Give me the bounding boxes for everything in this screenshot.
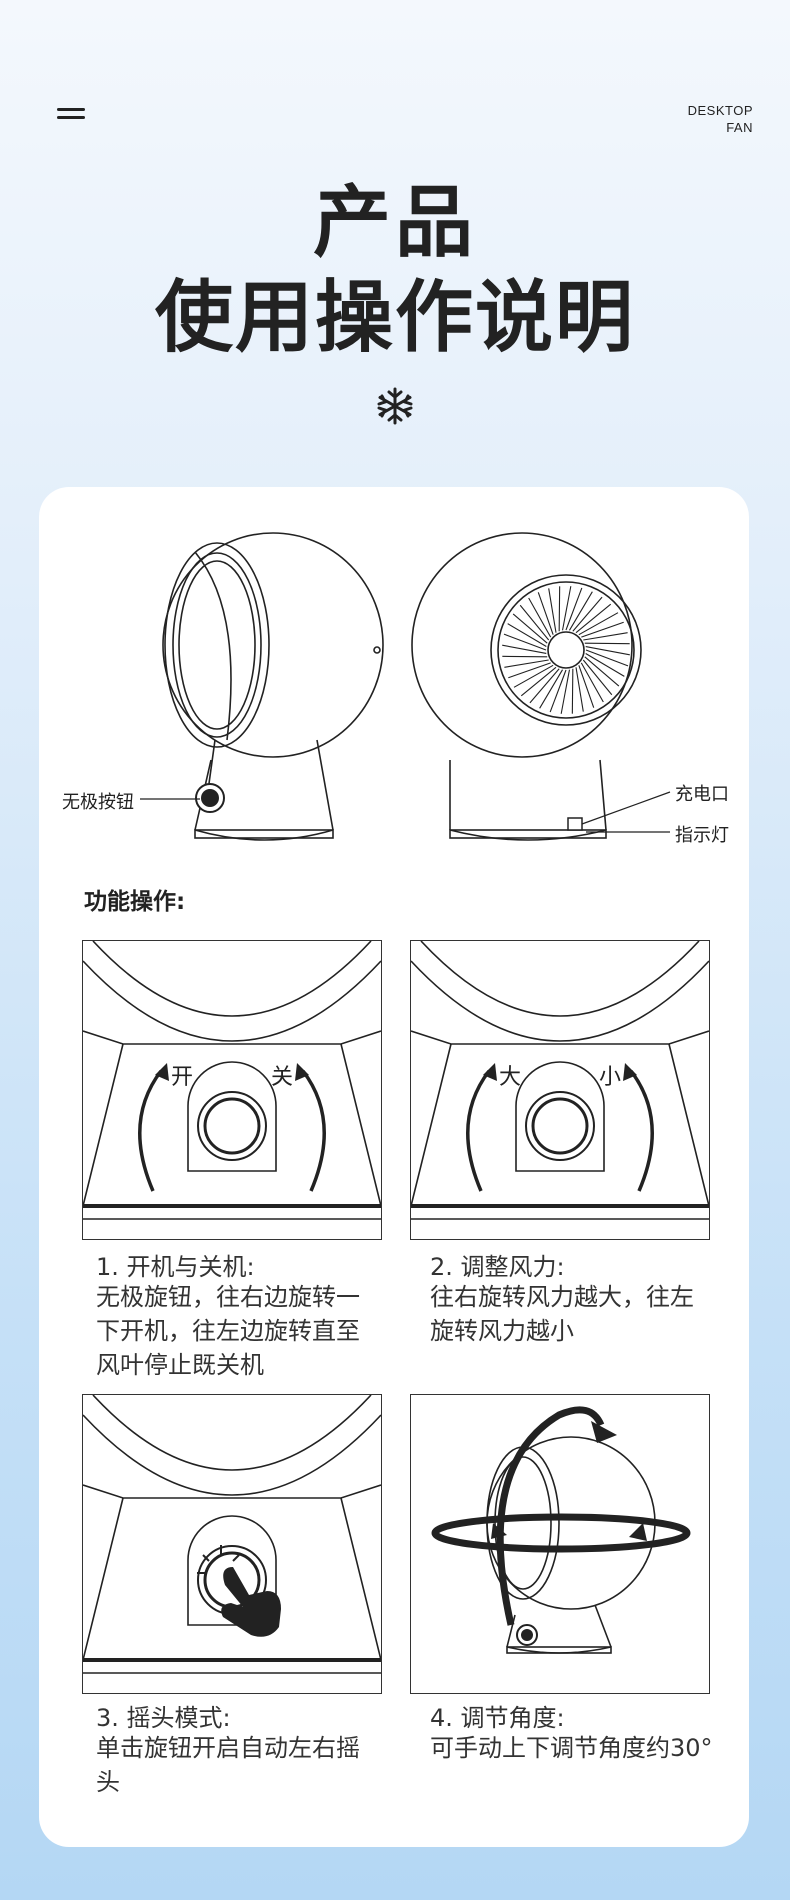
arrow-label-off: 关 bbox=[271, 1065, 294, 1090]
fan-blade bbox=[561, 586, 572, 631]
charge-port-icon bbox=[567, 817, 583, 831]
fan-blade bbox=[507, 623, 547, 648]
panel-2-title: 2. 调整风力: bbox=[430, 1253, 565, 1281]
fan-blade bbox=[580, 662, 604, 703]
fan-blade bbox=[503, 633, 547, 651]
fan-blade bbox=[548, 588, 557, 633]
fan-blade bbox=[572, 596, 603, 632]
fan-blade bbox=[560, 669, 571, 714]
fan-blade bbox=[512, 613, 548, 644]
panel-power-on-off: 开 关 bbox=[82, 940, 382, 1240]
panel-4-body: 可手动上下调节角度约30° bbox=[430, 1734, 713, 1762]
fan-blade bbox=[504, 659, 549, 668]
fan-blade bbox=[575, 667, 584, 712]
panel-oscillation bbox=[82, 1394, 382, 1694]
fan-blade bbox=[581, 621, 624, 638]
panel-4-title: 4. 调节角度: bbox=[430, 1704, 565, 1732]
fan-blade bbox=[575, 603, 612, 634]
brand-label: DESKTOP FAN bbox=[688, 102, 753, 136]
hand-press-icon bbox=[197, 1545, 281, 1637]
fan-blade bbox=[584, 642, 630, 645]
snowflake-icon bbox=[377, 387, 413, 425]
fan-blade bbox=[558, 586, 561, 632]
panel-3-title: 3. 摇头模式: bbox=[96, 1704, 231, 1732]
arrow-label-low: 小 bbox=[599, 1065, 622, 1090]
fan-blade bbox=[549, 669, 567, 713]
fan-blade bbox=[502, 655, 548, 658]
label-knob: 无极按钮 bbox=[62, 792, 134, 813]
fan-blade bbox=[565, 587, 583, 631]
fan-blade bbox=[528, 597, 552, 638]
label-charge-port: 充电口 bbox=[675, 784, 729, 805]
page-title-line-1: 产品 bbox=[312, 178, 477, 268]
menu-icon[interactable] bbox=[57, 108, 85, 122]
label-indicator: 指示灯 bbox=[675, 825, 729, 846]
fan-blade bbox=[582, 659, 613, 696]
panel-2-body: 往右旋转风力越大，往左旋转风力越小 bbox=[430, 1283, 694, 1345]
fan-blade bbox=[539, 669, 564, 709]
section-title: 功能操作: bbox=[84, 889, 186, 915]
panel-1-title: 1. 开机与关机: bbox=[96, 1253, 255, 1281]
fan-blade bbox=[583, 632, 628, 641]
panel-wind-speed: 大 小 bbox=[410, 940, 710, 1240]
fan-blade bbox=[537, 592, 554, 635]
fan-blade bbox=[508, 662, 551, 679]
vertical-rotate-arrow-icon bbox=[496, 1406, 605, 1626]
fan-side-view-illustration bbox=[162, 532, 384, 841]
fan-blade bbox=[585, 652, 625, 677]
page-title-line-2: 使用操作说明 bbox=[154, 273, 635, 363]
panel-3-body: 单击旋钮开启自动左右摇头 bbox=[96, 1734, 360, 1796]
fan-blade bbox=[585, 645, 630, 656]
leader-lines-right bbox=[581, 791, 671, 833]
fan-blade bbox=[571, 668, 574, 714]
panel-1-body: 无极旋钮，往右边旋转一下开机，往左边旋转直至风叶停止既关机 bbox=[96, 1283, 360, 1379]
fan-blade bbox=[502, 644, 547, 655]
panel-angle bbox=[410, 1394, 710, 1694]
knob-icon bbox=[195, 783, 225, 813]
fan-blade bbox=[585, 649, 629, 667]
brand-line-2: FAN bbox=[726, 120, 753, 135]
arrow-label-high: 大 bbox=[499, 1065, 522, 1090]
fan-blade bbox=[520, 666, 557, 697]
leader-line-knob bbox=[140, 798, 200, 800]
fan-blade bbox=[529, 668, 560, 704]
horizontal-rotate-arrow-icon bbox=[431, 1513, 691, 1553]
fan-blade bbox=[584, 656, 620, 687]
fan-blade bbox=[578, 665, 595, 708]
fan-blade bbox=[568, 591, 593, 631]
fan-blade bbox=[578, 612, 619, 636]
brand-line-1: DESKTOP bbox=[687, 103, 753, 118]
fan-blade bbox=[519, 604, 550, 641]
arrow-label-on: 开 bbox=[171, 1065, 194, 1090]
fan-front-view-illustration bbox=[411, 532, 642, 841]
fan-blade bbox=[513, 664, 554, 688]
